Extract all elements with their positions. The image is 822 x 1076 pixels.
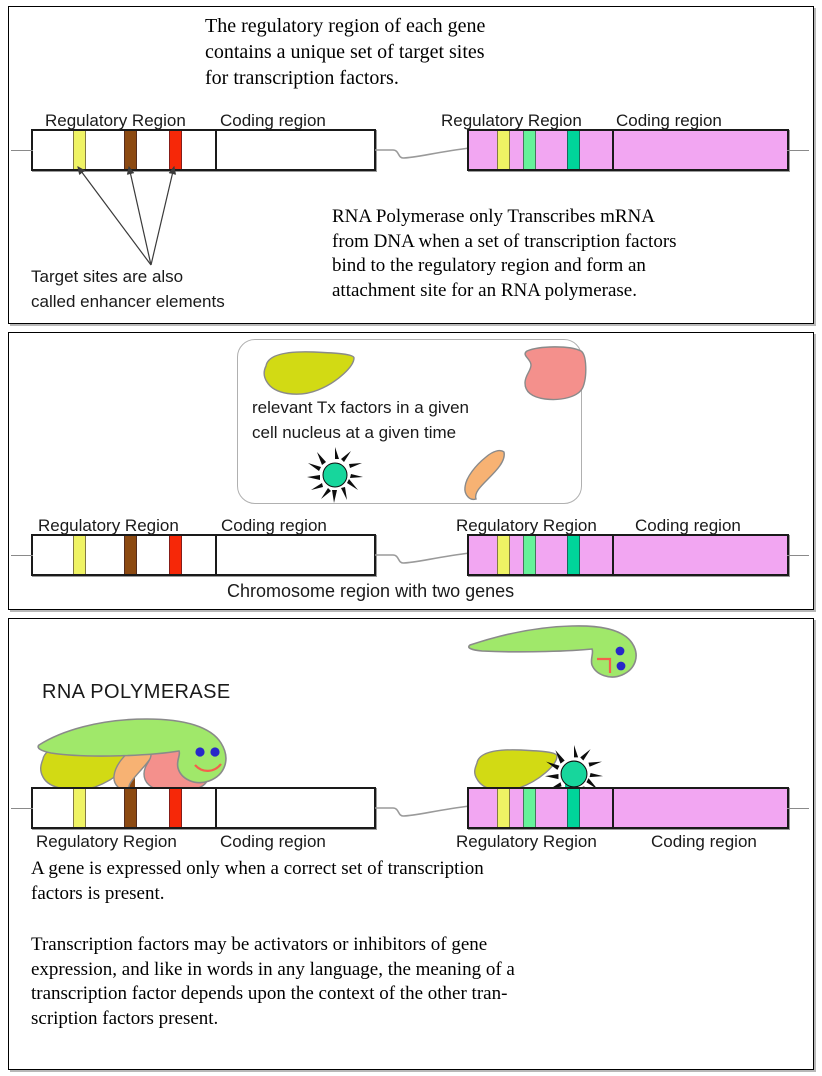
gene-left-regulatory-label: Regulatory Region [36,832,177,851]
target-site-yellow [497,789,510,827]
panel-3-gene-expression: RNA POLYMERASE [8,618,814,1070]
gene-left-diagram [11,787,376,829]
target-site-teal [567,536,580,574]
target-site-lightgreen [523,789,536,827]
chromosome-tail-left [11,808,33,809]
region-divider [215,534,217,576]
panel1-note-right: RNA Polymerase only Transcribes mRNA fro… [332,206,677,302]
chromosome-squiggle-connector [375,805,471,817]
target-site-yellow [73,131,86,169]
gene-right-diagram [467,787,809,829]
target-site-brown [124,789,137,827]
chromosome-tail-right [787,555,809,556]
gene-right-coding-label: Coding region [635,516,741,535]
chromosome-tail-left [11,555,33,556]
gene-left-regulatory-label: Regulatory Region [45,111,186,130]
panel1-note-left: Target sites are also called enhancer el… [31,267,225,311]
gene-left-coding-label: Coding region [221,516,327,535]
gene-right-regulatory-label: Regulatory Region [456,516,597,535]
target-site-brown [124,131,137,169]
gene-right-regulatory-label: Regulatory Region [456,832,597,851]
panel3-paragraph-1: A gene is expressed only when a correct … [31,858,484,904]
rna-polymerase-icon [37,718,227,784]
gene-right-diagram [467,534,809,576]
panel-1-regulatory-region: The regulatory region of each gene conta… [8,6,814,324]
gene-right-regulatory-label: Regulatory Region [441,111,582,130]
gene-right-diagram [467,129,809,171]
chromosome-squiggle-connector [375,552,471,564]
nucleus-caption: relevant Tx factors in a given cell nucl… [252,398,470,442]
gene-right-coding-label: Coding region [651,832,757,851]
chromosome-tail-right [787,150,809,151]
gene-left-coding-label: Coding region [220,111,326,130]
region-divider [612,129,614,171]
tf-yellowgreen-blob-icon [474,749,558,792]
chromosome-tail-left [11,150,33,151]
region-divider [612,787,614,829]
region-divider [612,534,614,576]
target-site-red [169,536,182,574]
panel-2-nucleus-factors: relevant Tx factors in a given cell nucl… [8,332,814,610]
target-site-lightgreen [523,536,536,574]
target-site-yellow [73,536,86,574]
gene-left-coding-label: Coding region [220,832,326,851]
target-site-lightgreen [523,131,536,169]
gene-left-diagram [11,534,376,576]
panel1-heading: The regulatory region of each gene conta… [205,15,486,89]
target-site-yellow [73,789,86,827]
chromosome-caption: Chromosome region with two genes [227,581,515,601]
target-site-yellow [497,131,510,169]
target-site-brown [124,536,137,574]
tf-teal-star-icon [307,447,363,503]
gene-left-regulatory-label: Regulatory Region [38,516,179,535]
rna-polymerase-unbound-icon [467,625,637,678]
target-site-arrows [77,165,177,266]
gene-left-diagram [11,129,376,171]
target-site-yellow [497,536,510,574]
target-site-red [169,131,182,169]
panel3-polymerase-label: RNA POLYMERASE [42,681,231,703]
region-divider [215,787,217,829]
tf-orange-blob-icon [464,449,505,501]
tf-yellowgreen-blob-icon [263,351,355,395]
panel3-paragraph-2: Transcription factors may be activators … [31,934,515,1030]
tf-salmon-blob-icon [524,346,587,401]
chromosome-squiggle-connector [375,147,471,159]
gene-right-coding-label: Coding region [616,111,722,130]
target-site-red [169,789,182,827]
tf-teal-star-icon [545,745,603,803]
chromosome-tail-right [787,808,809,809]
target-site-teal [567,789,580,827]
region-divider [215,129,217,171]
target-site-teal [567,131,580,169]
